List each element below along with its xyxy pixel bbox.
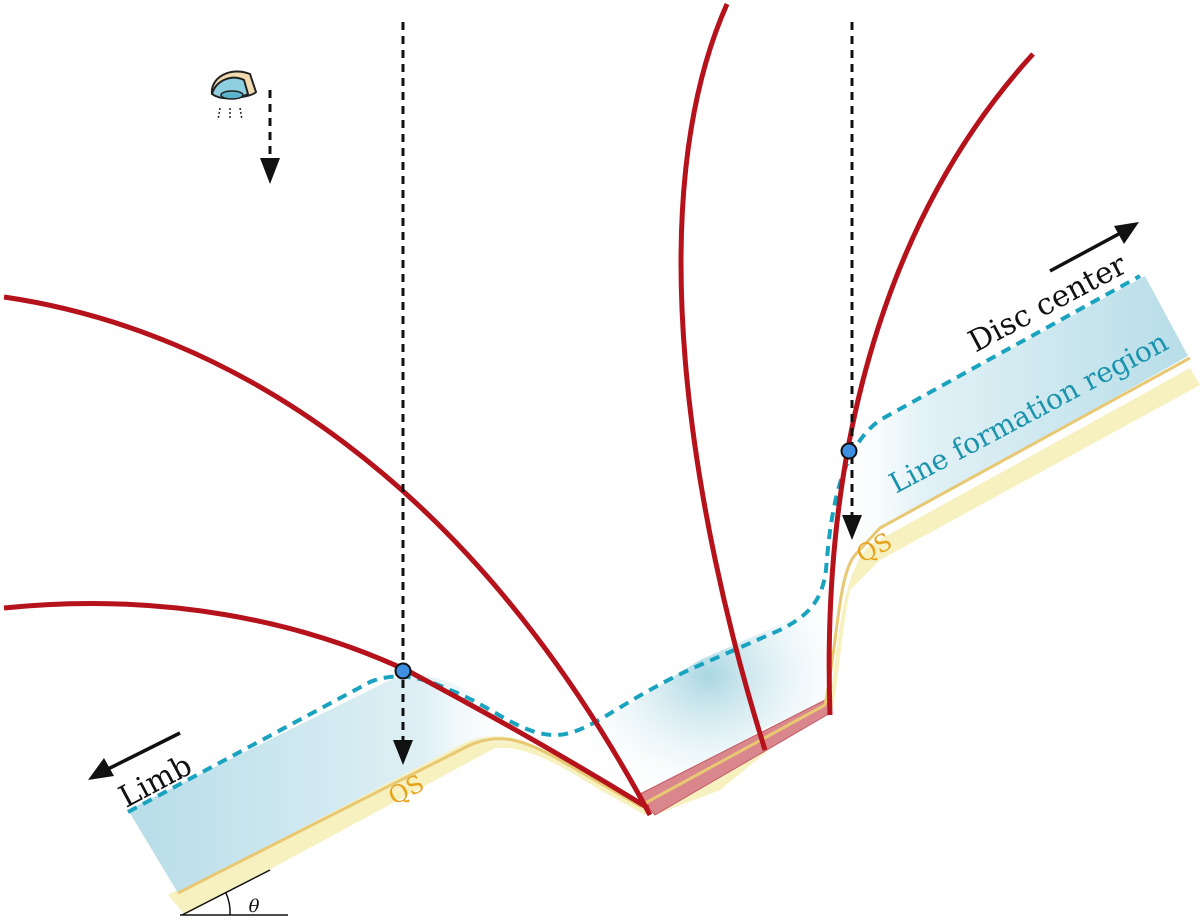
- field-line-3: [678, 2, 768, 751]
- theta-slope: [181, 869, 271, 916]
- disc-center-arrow: [1049, 227, 1129, 273]
- theta-label: θ: [249, 896, 260, 917]
- field-line-4: [826, 52, 1035, 716]
- line-of-sight-right-arrowhead: [842, 515, 862, 540]
- formation-region-left: [128, 675, 526, 893]
- field-line-1: [3, 294, 653, 817]
- field-line-2: [3, 601, 650, 811]
- intersection-point-right: [840, 442, 858, 460]
- limb-arrow: [99, 731, 181, 775]
- quiet-sun-edge: [177, 356, 1191, 895]
- viewing-direction-arrowhead: [260, 158, 280, 184]
- intersection-point-left: [394, 662, 412, 680]
- formation-region-pit: [560, 570, 830, 805]
- line-of-sight-left-arrowhead: [393, 740, 413, 765]
- theta-arc: [225, 892, 231, 916]
- quiet-sun-band: [168, 368, 1200, 915]
- limb-arrowhead: [88, 758, 114, 780]
- formation-region-boundary: [127, 274, 1141, 814]
- disc-center-arrowhead: [1114, 222, 1139, 244]
- eye-icon: [210, 70, 258, 121]
- formation-region-right: [830, 276, 1188, 570]
